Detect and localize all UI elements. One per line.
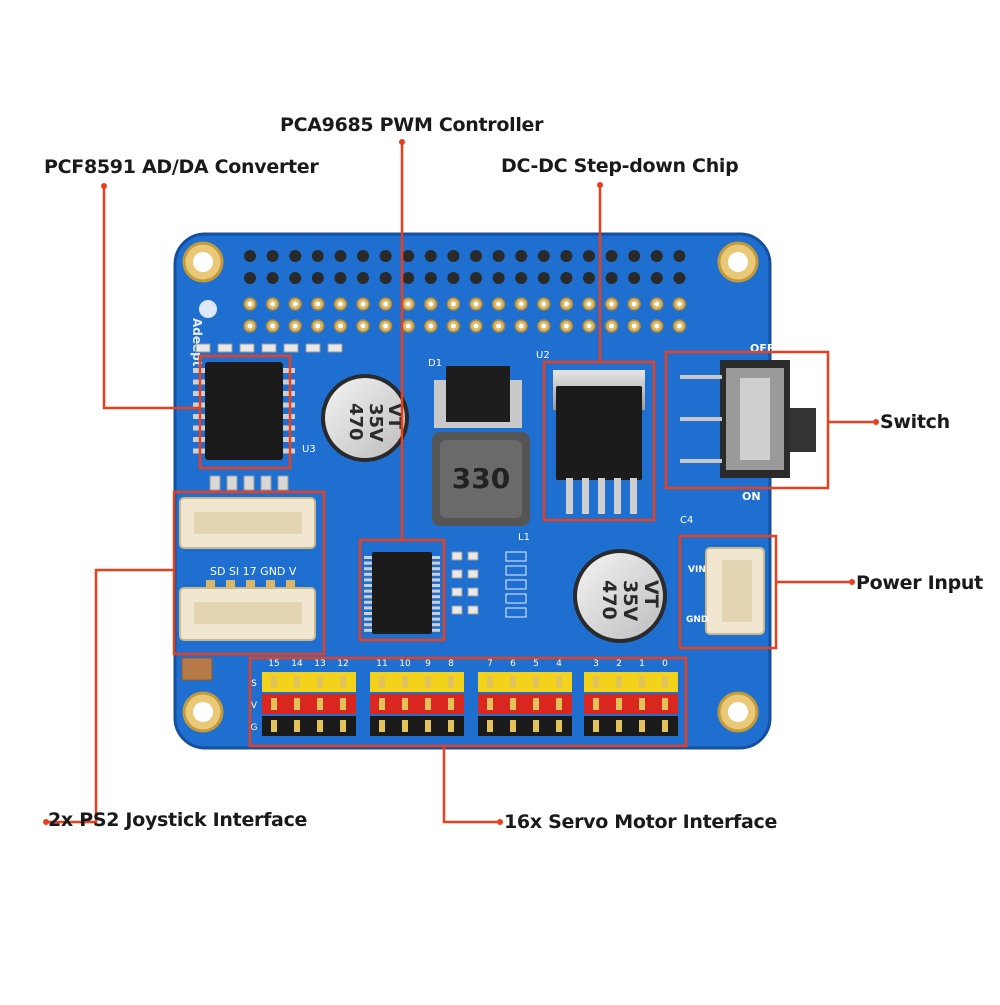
callout-leader-lines [46, 142, 876, 824]
pcf8591-chip [193, 362, 295, 460]
leader-pcf8591 [102, 186, 200, 410]
power-input-connector: VIN GND [686, 547, 765, 635]
joystick-connectors: SD SI 17 GND V [179, 497, 316, 641]
callout-switch: Switch [880, 411, 950, 433]
servo-channel-label: 13 [314, 659, 325, 669]
servo-channel-label: 5 [533, 659, 539, 669]
servo-channel-label: 0 [662, 659, 668, 669]
pca9685-chip: U3 [302, 444, 440, 634]
svg-text:VT: VT [384, 403, 405, 430]
highlight-pcf8591 [198, 354, 292, 470]
servo-channel-label: 6 [510, 659, 516, 669]
servo-channel-label: 15 [268, 659, 279, 669]
svg-text:35V: 35V [365, 403, 386, 442]
capacitor-top: 470 35V VT [321, 374, 409, 462]
servo-channel-label: 2 [616, 659, 622, 669]
servo-channel-label: 3 [593, 659, 599, 669]
stepdown-chip: U2 [536, 350, 645, 514]
servo-channel-label: 11 [376, 659, 387, 669]
slide-switch: OFF ON [680, 342, 816, 503]
svg-text:ON: ON [742, 490, 761, 503]
callout-ps2-joystick-interface: 2x PS2 Joystick Interface [48, 809, 308, 831]
servo-row-label: S [251, 679, 257, 689]
highlight-boxes [172, 350, 830, 748]
callout-dcdc-stepdown-chip: DC-DC Step-down Chip [501, 155, 739, 177]
svg-text:470: 470 [598, 580, 620, 620]
svg-text:C4: C4 [680, 515, 693, 526]
servo-channel-label: 14 [291, 659, 303, 669]
servo-channel-label: 7 [487, 659, 493, 669]
brand-logo-icon [199, 300, 217, 318]
servo-channel-label: 8 [448, 659, 454, 669]
callout-servo-motor-interface: 16x Servo Motor Interface [504, 811, 778, 833]
servo-row-labels: S V G [251, 679, 258, 733]
svg-text:U3: U3 [302, 444, 316, 455]
highlight-servo [248, 656, 688, 748]
servo-row-label: G [251, 723, 258, 733]
svg-text:D1: D1 [428, 358, 442, 369]
servo-channel-label: 4 [556, 659, 562, 669]
callout-pcf8591-adda-converter: PCF8591 AD/DA Converter [44, 156, 319, 178]
svg-text:L1: L1 [518, 532, 530, 543]
capacitor-bottom: 470 35V VT C4 [573, 515, 693, 643]
leader-joystick [46, 568, 174, 824]
servo-channel-label: 10 [399, 659, 411, 669]
svg-text:330: 330 [452, 462, 510, 495]
callout-pca9685-pwm-controller: PCA9685 PWM Controller [280, 114, 544, 136]
brand-logo-text: Adeept [190, 318, 204, 367]
servo-channel-label: 9 [425, 659, 431, 669]
ceramic-capacitor [181, 657, 213, 681]
svg-text:VIN: VIN [688, 565, 706, 575]
breakout-holes [243, 297, 687, 333]
servo-header-block [262, 672, 678, 736]
svg-text:35V: 35V [619, 580, 641, 621]
inductor-330: 330 L1 [432, 432, 530, 543]
highlight-switch [664, 350, 830, 490]
mounting-holes [182, 241, 759, 733]
leader-servo [442, 746, 500, 824]
highlight-joystick [172, 490, 326, 656]
svg-text:GND: GND [686, 615, 708, 625]
servo-channel-label: 1 [639, 659, 645, 669]
smd-resistor-array [451, 551, 527, 618]
gpio-header-holes [244, 250, 686, 284]
svg-text:U2: U2 [536, 350, 550, 361]
svg-text:VT: VT [640, 580, 662, 608]
servo-channel-label: 12 [337, 659, 348, 669]
callout-power-input: Power Input [856, 572, 983, 594]
smd-resistor-row [195, 343, 343, 491]
diode-d1: D1 [428, 358, 522, 428]
svg-text:SD SI 17 GND V: SD SI 17 GND V [210, 565, 297, 578]
servo-row-label: V [251, 701, 258, 711]
callout-leader-dots [43, 139, 879, 825]
svg-text:470: 470 [345, 403, 366, 441]
highlight-power [678, 534, 778, 650]
